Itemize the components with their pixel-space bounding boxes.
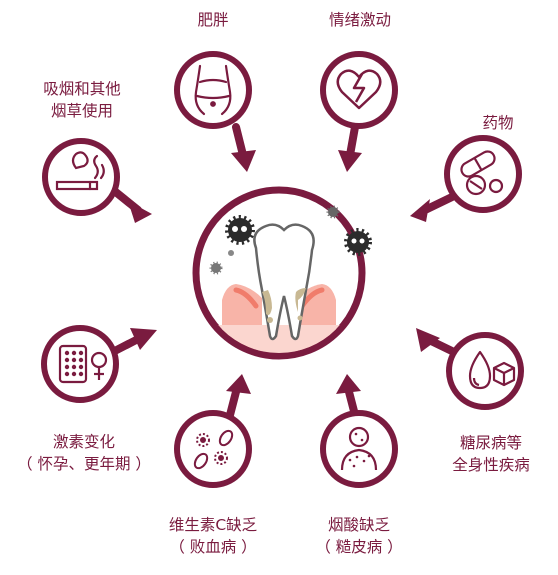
cigarette-icon [55, 151, 105, 191]
birth-control-icon [58, 344, 108, 384]
label-niacin: 烟酸缺乏 （ 糙皮病 ） [315, 516, 403, 556]
blood-sugar-icon [468, 350, 516, 390]
label-hormones: 激素变化 （ 怀孕、更年期 ） [17, 433, 151, 473]
label-vitamin-c: 维生素C缺乏 （ 败血病 ） [168, 516, 258, 556]
center-tooth-icon [192, 186, 372, 360]
label-medication: 药物 [482, 114, 514, 132]
label-emotion: 情绪激动 [328, 11, 391, 29]
label-obesity: 肥胖 [197, 11, 229, 29]
label-tobacco: 吸烟和其他 烟草使用 [43, 80, 121, 120]
bacteria-icon [209, 205, 372, 275]
belly-icon [194, 64, 232, 116]
pills-icon [460, 150, 504, 196]
skin-rash-icon [340, 426, 378, 471]
broken-heart-icon [336, 69, 382, 110]
germs-icon [193, 429, 234, 470]
label-systemic: 糖尿病等 全身性疾病 [452, 434, 530, 474]
